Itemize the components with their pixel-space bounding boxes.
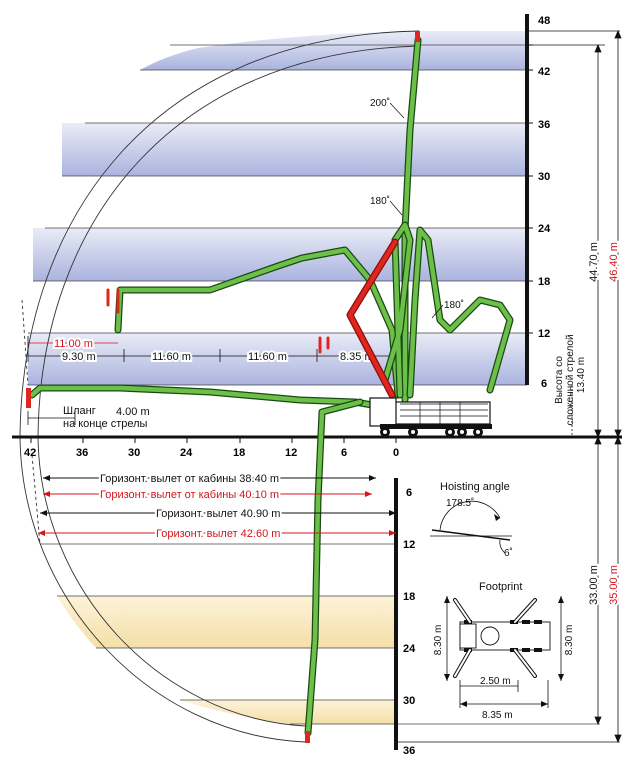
footprint-left-height: 8.30 m xyxy=(433,625,444,656)
reach-line-value: 38.40 m xyxy=(239,473,279,485)
vscale-label: 6 xyxy=(406,487,412,499)
vscale-label: 48 xyxy=(538,15,550,27)
ground-line: 42 36 30 24 18 12 6 0 xyxy=(12,435,622,459)
footprint-inner-width: 2.50 m xyxy=(480,676,511,687)
vscale-label: 24 xyxy=(538,223,551,235)
lower-depth-bands xyxy=(57,596,396,724)
hoisting-angle-bottom: 6˚ xyxy=(504,547,513,559)
boom-horizontal xyxy=(28,384,376,409)
hose-label: Шланг xyxy=(63,405,96,417)
angle-180-top: 180˚ xyxy=(370,195,390,207)
hose-length: 4.00 m xyxy=(116,406,150,418)
reach-line-label: Горизонт. вылет от кабины xyxy=(100,473,239,485)
reach-line-label: Горизонт. вылет от кабины xyxy=(100,489,239,501)
reach-line-value: 42.60 m xyxy=(241,528,281,540)
hose-label: на конце стрелы xyxy=(63,418,148,430)
hscale-label: 36 xyxy=(76,447,88,459)
reach-seg-1: 9.30 m xyxy=(62,351,96,363)
boom-red xyxy=(346,238,399,399)
hscale-label: 30 xyxy=(128,447,140,459)
footprint-right-height: 8.30 m xyxy=(564,625,575,656)
footprint-inset: Footprint 8.30 m 8.30 m xyxy=(433,581,575,721)
hose-left-config xyxy=(106,288,120,314)
reach-line-2: Горизонт. вылет от кабины 40.10 m xyxy=(100,489,279,501)
hscale-label: 6 xyxy=(341,447,347,459)
boom-tip-top xyxy=(415,31,420,42)
hscale-label: 18 xyxy=(233,447,245,459)
vscale-label: 36 xyxy=(403,745,415,757)
vscale-label: 18 xyxy=(403,591,415,603)
reach-envelope-arcs xyxy=(19,30,420,743)
hscale-label: 24 xyxy=(180,447,193,459)
vertical-scale-upper: 48 42 36 30 24 18 12 6 xyxy=(525,14,551,390)
hscale-label: 0 xyxy=(393,447,399,459)
vscale-label: 36 xyxy=(538,119,550,131)
angle-200: 200˚ xyxy=(370,97,390,109)
boom-arc-right xyxy=(406,226,514,399)
upper-height-bands xyxy=(28,31,527,385)
truck xyxy=(369,397,492,437)
hoisting-angle-inset: Hoisting angle 178.5˚ 6˚ xyxy=(430,481,513,559)
right-dimensions xyxy=(396,29,622,744)
height-dimension-red: 46.40 m xyxy=(608,242,620,282)
vscale-label: 24 xyxy=(403,643,416,655)
vertical-scale-lower: 6 12 18 24 30 36 xyxy=(394,478,416,757)
boom-tip-bottom xyxy=(305,731,310,743)
folded-height-value: 13.40 m xyxy=(576,357,587,393)
reach-line-4: Горизонт. вылет 42.60 m xyxy=(156,528,280,540)
height-dimension: 44.70 m xyxy=(588,242,600,282)
vscale-label: 18 xyxy=(538,276,550,288)
hose-fold-config xyxy=(318,336,330,354)
band-18-24 xyxy=(33,228,527,281)
boom-arc-left xyxy=(114,246,402,399)
reach-11m: 11.00 m xyxy=(54,338,93,350)
boom-tip-left xyxy=(26,388,31,408)
band-30-36 xyxy=(62,123,527,176)
folded-height-label: Высота со xyxy=(554,356,565,404)
hscale-label: 12 xyxy=(285,447,297,459)
band-6-12 xyxy=(28,333,527,385)
reach-seg-2: 11.60 m xyxy=(152,351,191,363)
vscale-label: 6 xyxy=(541,378,547,390)
angle-180-right: 180˚ xyxy=(444,299,464,311)
hoisting-title: Hoisting angle xyxy=(440,481,510,493)
reach-line-label: Горизонт. вылет xyxy=(156,528,241,540)
boom-fold xyxy=(381,221,414,399)
hscale-label: 42 xyxy=(24,447,36,459)
upper-grid xyxy=(28,44,527,386)
band-minus18-24 xyxy=(57,596,396,648)
depth-dimension-red: 35.00 m xyxy=(608,565,620,605)
band-minus30-36 xyxy=(180,700,396,724)
band-42-48 xyxy=(140,31,527,70)
vscale-label: 30 xyxy=(538,171,550,183)
depth-dimension: 33.00 m xyxy=(588,565,600,605)
boom-configurations xyxy=(26,31,514,743)
lower-grid xyxy=(40,543,600,725)
reach-line-value: 40.10 m xyxy=(239,489,279,501)
vscale-label: 12 xyxy=(538,328,550,340)
folded-height-label: сложенной стрелой xyxy=(565,334,576,425)
footprint-title: Footprint xyxy=(479,581,522,593)
vscale-label: 30 xyxy=(403,695,415,707)
vscale-label: 42 xyxy=(538,66,550,78)
reach-line-value: 40.90 m xyxy=(241,508,281,520)
reach-seg-3: 11.60 m xyxy=(248,351,287,363)
reach-line-3: Горизонт. вылет 40.90 m xyxy=(156,508,280,520)
reach-lines xyxy=(38,475,396,536)
footprint-outer-width: 8.35 m xyxy=(482,710,513,721)
vscale-label: 12 xyxy=(403,539,415,551)
reach-line-1: Горизонт. вылет от кабины 38.40 m xyxy=(100,473,279,485)
reach-line-label: Горизонт. вылет xyxy=(156,508,241,520)
boom-down xyxy=(304,398,364,737)
